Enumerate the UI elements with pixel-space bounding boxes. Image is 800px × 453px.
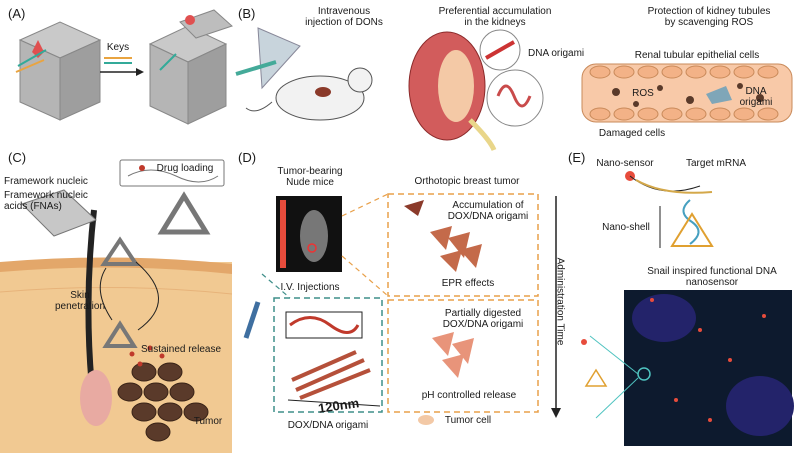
dox-origami-label: DOX/DNA origami [287, 420, 369, 431]
panel-e-label: (E) [568, 150, 586, 165]
panel-c-graphics [0, 159, 233, 453]
panel-b-label: (B) [238, 6, 256, 21]
tumor-label: Tumor [193, 416, 223, 427]
damaged-cells-label: Damaged cells [598, 128, 666, 139]
panel-b-graphics [235, 27, 793, 152]
tumor-cell-label: Tumor cell [444, 415, 492, 426]
sustained-release-label: Sustained release [140, 344, 222, 355]
panel-c-label: (C) [8, 150, 27, 165]
snail-nanosensor-label: Snail inspired functional DNA nanosensor [647, 266, 777, 288]
ros-label: ROS [632, 88, 654, 99]
tumor-bearing-label: Tumor-bearing Nude mice [277, 166, 343, 188]
step-accumulation-label: Preferential accumulation in the kidneys [438, 6, 552, 28]
partially-digested-label: Partially digested DOX/DNA origami [442, 308, 524, 330]
ph-release-label: pH controlled release [421, 390, 517, 401]
accumulation-label: Accumulation of DOX/DNA origami [447, 200, 529, 222]
step-protection-label: Protection of kidney tubules by scavengi… [647, 6, 771, 28]
step-injection-label: Intravenous injection of DONs [305, 6, 383, 28]
panel-a-graphics [15, 9, 233, 125]
nano-shell-label: Nano-shell [602, 222, 650, 233]
skin-penetration-label: Skin penetration [54, 290, 106, 312]
panel-a-label: (A) [8, 6, 26, 21]
panel-d-graphics [243, 193, 561, 425]
keys-label: Keys [106, 42, 130, 53]
dna-origami-cell-label: DNA origami [739, 86, 773, 108]
panel-e-graphics [581, 171, 794, 446]
epr-label: EPR effects [441, 278, 495, 289]
dna-origami-label: DNA origami [528, 48, 585, 59]
panel-d-label: (D) [238, 150, 257, 165]
iv-injections-label: I.V. Injections [280, 282, 340, 293]
fna-heading-1: Framework nucleic [4, 176, 88, 187]
nano-sensor-label: Nano-sensor [596, 158, 654, 169]
target-mrna-label: Target mRNA [685, 158, 746, 169]
fna-heading-2: Framework nucleic acids (FNAs) [4, 190, 88, 212]
administration-time-label: Administration Time [554, 257, 566, 346]
drug-loading-label: Drug loading [156, 163, 214, 174]
renal-cells-label: Renal tubular epithelial cells [634, 50, 760, 61]
orthotopic-label: Orthotopic breast tumor [414, 176, 520, 187]
